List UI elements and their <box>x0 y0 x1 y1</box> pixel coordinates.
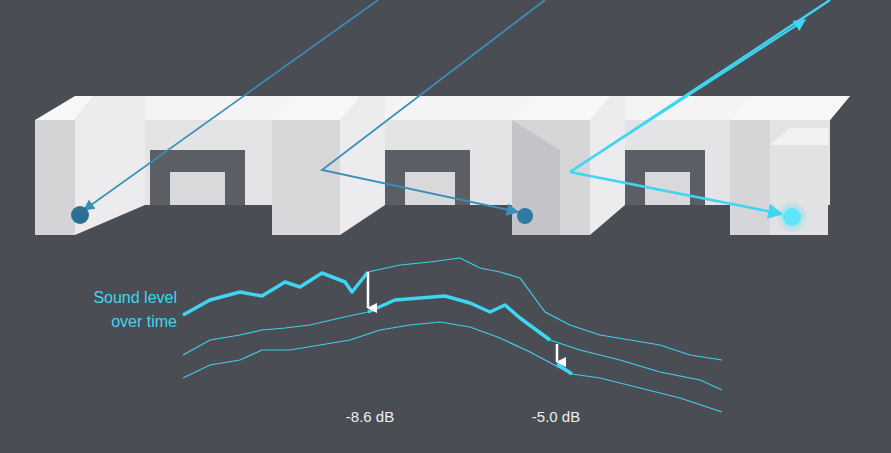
level-curve <box>183 258 722 360</box>
wall-top <box>75 96 850 120</box>
highlighted-path <box>557 364 572 374</box>
listener-sphere <box>517 208 533 224</box>
fin-front <box>512 120 590 235</box>
listener-sphere <box>71 206 89 224</box>
axis-title: Sound level over time <box>77 286 177 334</box>
fin-front <box>35 120 75 235</box>
fin-top <box>512 96 610 120</box>
drop-value: -5.0 dB <box>532 407 580 427</box>
listener-sphere <box>783 208 801 226</box>
fin-front <box>272 120 340 235</box>
fin-top <box>35 96 95 120</box>
fin-top <box>272 96 360 120</box>
drop-arrow <box>556 344 559 362</box>
sound-ray <box>570 20 805 172</box>
fin-side <box>590 96 625 235</box>
sound-ray <box>322 0 545 212</box>
drop-value: -8.6 dB <box>346 407 394 427</box>
step-top <box>770 128 828 145</box>
wall-opening <box>150 150 245 205</box>
level-curve <box>183 322 722 412</box>
sound-ray <box>84 0 378 210</box>
highlighted-path <box>183 272 368 315</box>
wall-step <box>170 172 225 205</box>
highlighted-path <box>368 296 550 340</box>
wall-opening <box>385 150 470 205</box>
back-wall <box>75 120 830 205</box>
sound-ray <box>570 0 830 172</box>
sound-ray <box>570 172 782 214</box>
fin-front <box>730 120 770 235</box>
fin-top <box>730 96 850 120</box>
drop-arrow <box>367 272 370 308</box>
listener-glow <box>776 201 808 233</box>
level-curve <box>183 296 722 390</box>
fin-angled-face <box>512 120 560 235</box>
fin-side <box>340 96 385 235</box>
step-front <box>770 145 828 235</box>
